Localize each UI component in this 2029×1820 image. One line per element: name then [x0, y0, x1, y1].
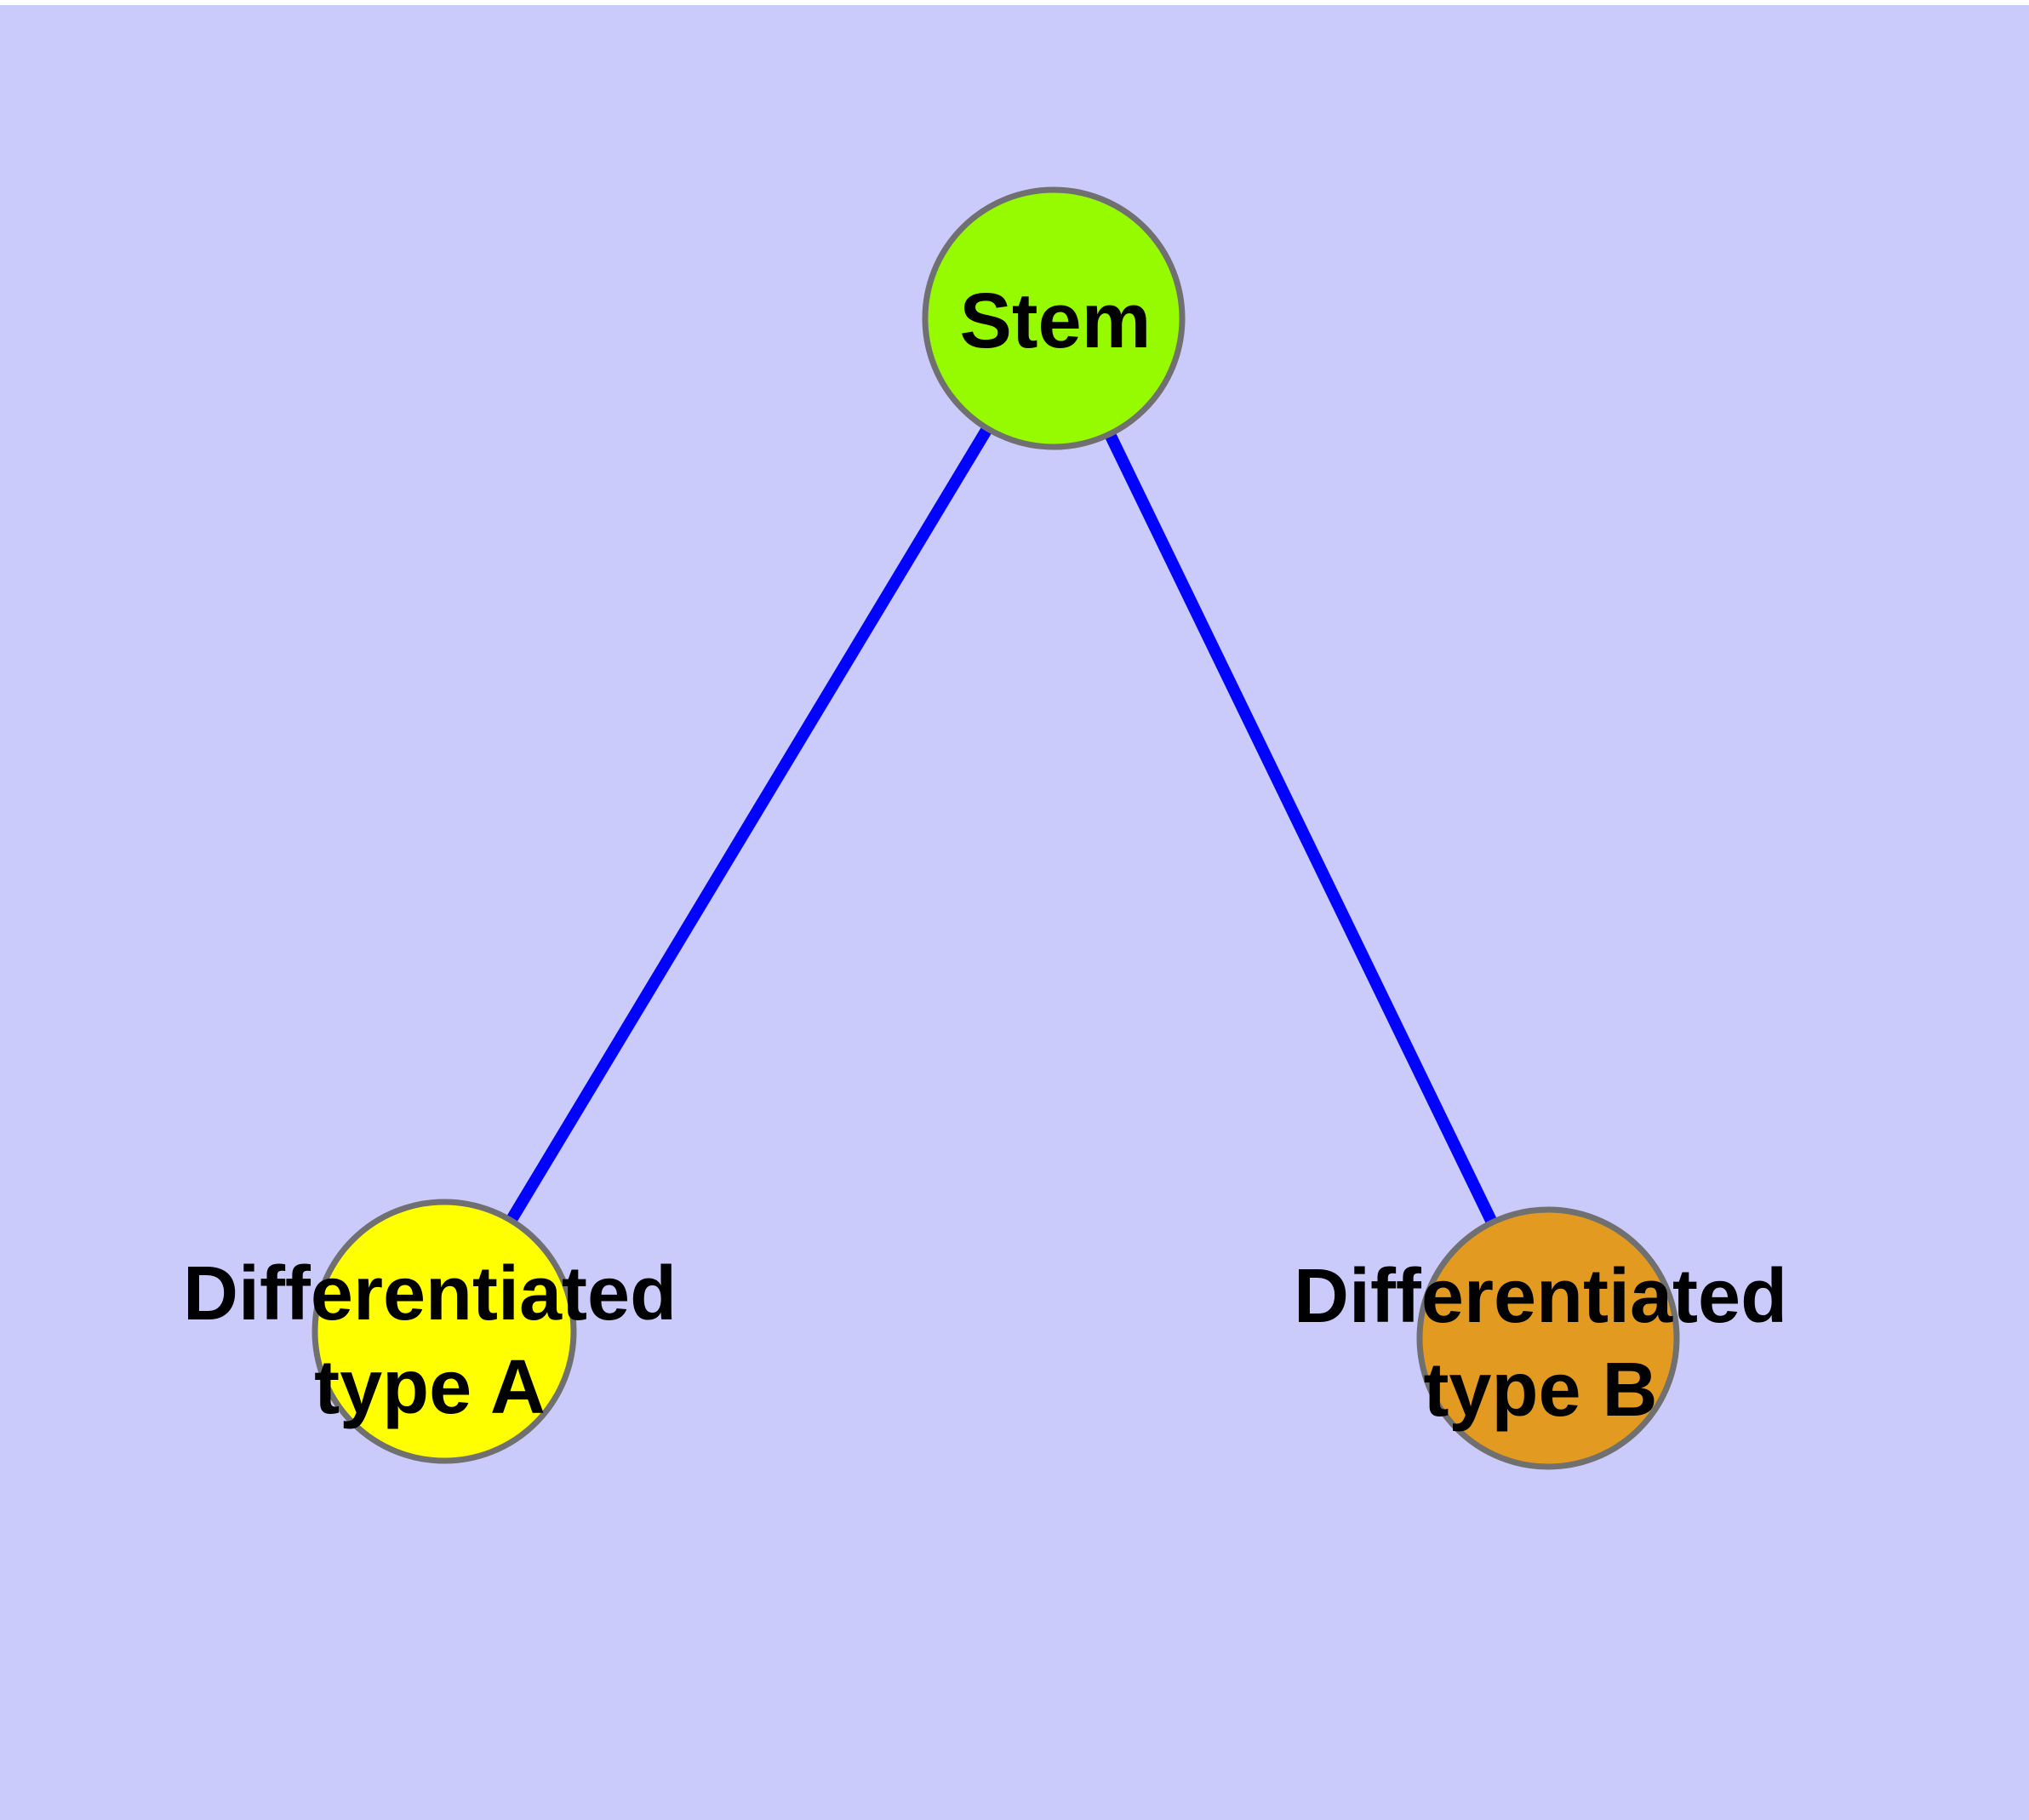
node-differentiated-type-a-circle — [311, 1199, 577, 1464]
top-edge-strip — [0, 0, 2029, 5]
edge-stem-to-type-b — [1048, 315, 1554, 1342]
node-label-differentiated-type-a: Differentiated type A — [183, 1247, 677, 1434]
node-label-differentiated-type-b-line1: Differentiated — [1293, 1254, 1788, 1339]
node-label-stem: Stem — [959, 278, 1152, 364]
edge-stem-to-type-a — [439, 315, 1059, 1335]
node-label-differentiated-type-a-line1: Differentiated — [182, 1251, 677, 1336]
node-label-differentiated-type-b: Differentiated type B — [1294, 1250, 1787, 1437]
node-stem-circle — [922, 186, 1186, 450]
node-label-differentiated-type-a-line2: type A — [314, 1345, 546, 1430]
node-differentiated-type-b-circle — [1416, 1206, 1680, 1470]
node-label-differentiated-type-b-line2: type B — [1423, 1348, 1658, 1433]
